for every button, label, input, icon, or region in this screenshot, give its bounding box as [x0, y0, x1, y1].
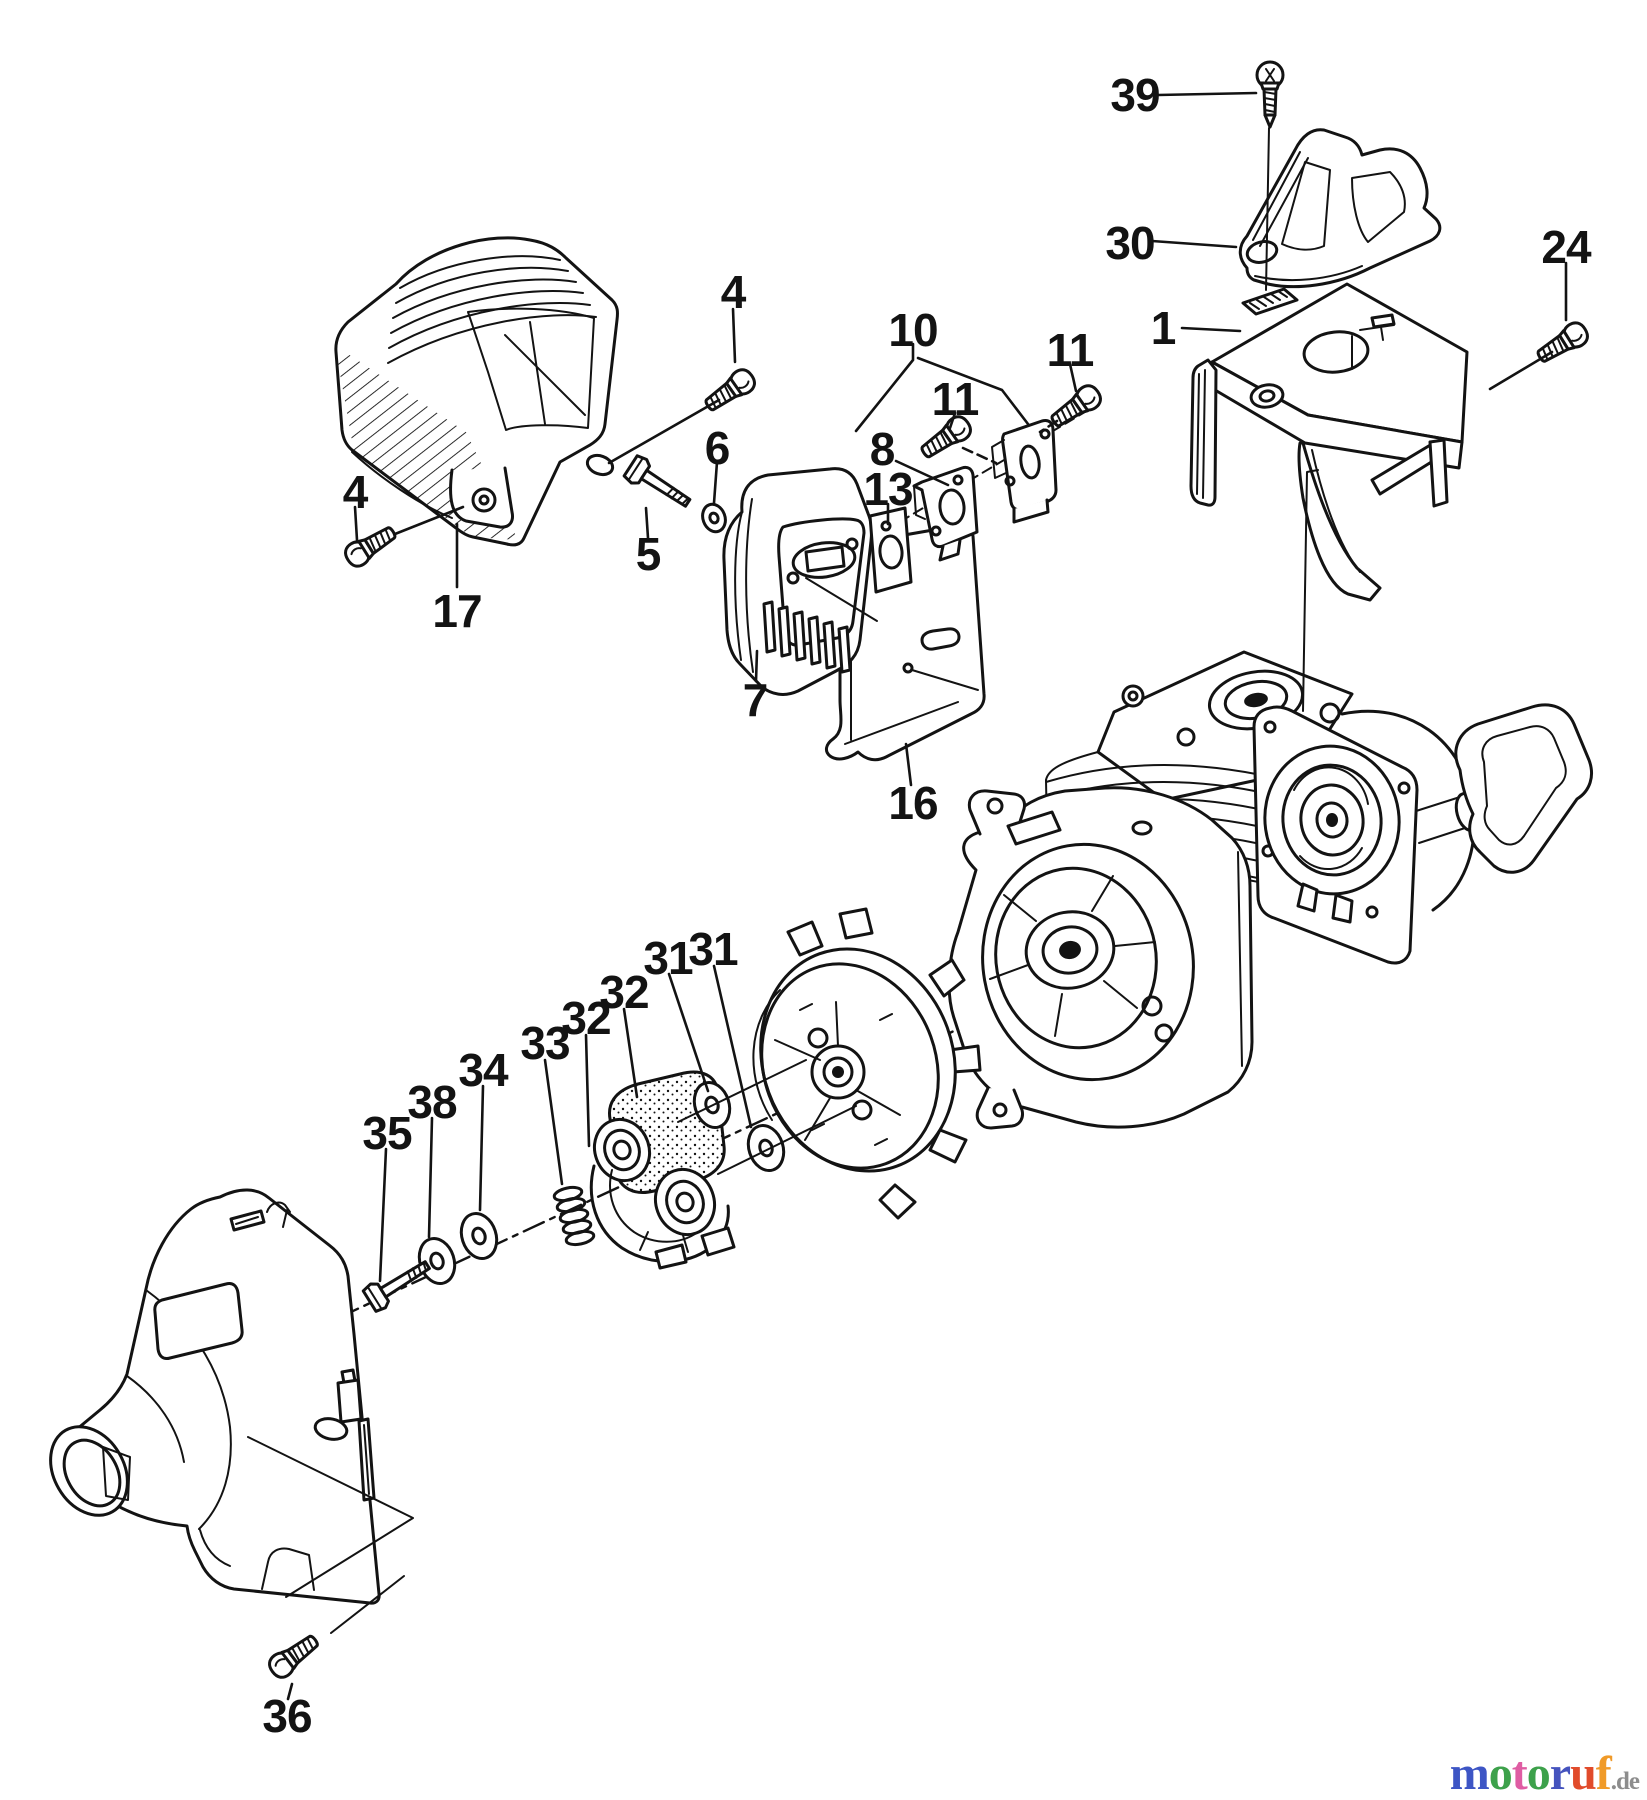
washer-31-outer — [741, 1119, 791, 1177]
part-label-11: 11 — [1047, 324, 1094, 376]
handle-bracket — [1238, 128, 1442, 289]
watermark-letter: r — [1549, 1747, 1571, 1800]
part-label-33: 33 — [520, 1017, 569, 1069]
part-label-24: 24 — [1541, 221, 1592, 273]
engine-cover — [1189, 282, 1469, 602]
clutch-bolt-35 — [360, 1251, 437, 1315]
part-label-11: 11 — [932, 373, 979, 425]
leader-lines — [247, 91, 1568, 1701]
housing-recess — [153, 1282, 244, 1360]
housing-screw-36 — [263, 1628, 324, 1683]
part-label-16: 16 — [888, 777, 937, 829]
part-label-31: 31 — [643, 932, 693, 984]
starter-handle — [1412, 703, 1593, 874]
fan-housing — [49, 1188, 381, 1605]
muffler-bolt-5 — [621, 452, 697, 517]
part-label-4: 4 — [721, 266, 747, 318]
watermark-letter: t — [1511, 1747, 1528, 1800]
part-label-10: 10 — [888, 304, 937, 356]
part-label-4: 4 — [343, 466, 369, 518]
part-label-30: 30 — [1105, 217, 1154, 269]
part-label-1: 1 — [1151, 302, 1176, 354]
exhaust-gasket-13 — [868, 506, 913, 594]
part-label-6: 6 — [705, 422, 730, 474]
watermark-letter: u — [1570, 1747, 1597, 1800]
muffler — [722, 467, 878, 696]
watermark-logo[interactable]: motoruf.de — [1449, 1747, 1640, 1800]
part-label-13: 13 — [863, 463, 912, 515]
cover-screw-24 — [1532, 317, 1593, 370]
part-number-labels: 3930124111011481365417716313132323334383… — [262, 69, 1593, 1742]
part-label-17: 17 — [432, 585, 481, 637]
watermark-letter: f — [1595, 1747, 1612, 1800]
cover-screw-4-top — [699, 364, 761, 418]
part-label-7: 7 — [743, 674, 768, 726]
exhaust-plate-8 — [912, 465, 979, 562]
muffler-bracket-10 — [991, 419, 1058, 524]
part-label-8: 8 — [870, 423, 895, 475]
muffler-vent-slots — [762, 600, 852, 674]
washer-6 — [697, 499, 731, 537]
part-label-32: 32 — [599, 966, 648, 1018]
part-label-39: 39 — [1110, 69, 1159, 121]
cover-screw-boss — [585, 453, 615, 477]
watermark-brand-text: motoruf — [1449, 1747, 1612, 1800]
cover-mount-hole — [471, 487, 497, 513]
watermark-letter: o — [1488, 1747, 1513, 1800]
air-cleaner-cover — [334, 236, 619, 547]
part-label-31: 31 — [688, 923, 738, 975]
handle-screw-39 — [1255, 60, 1285, 129]
crankcase — [947, 786, 1254, 1130]
flywheel — [752, 907, 982, 1220]
part-label-32: 32 — [561, 992, 610, 1044]
cover-front-leg — [1297, 441, 1382, 602]
watermark-letter: o — [1526, 1747, 1551, 1800]
part-label-38: 38 — [407, 1076, 457, 1128]
watermark-letter: m — [1449, 1747, 1490, 1800]
cover-screw-4-left — [340, 519, 401, 572]
part-label-5: 5 — [636, 528, 661, 580]
recoil-starter — [1252, 703, 1593, 965]
part-label-36: 36 — [262, 1690, 311, 1742]
watermark-suffix: .de — [1610, 1768, 1640, 1795]
flywheel-fins — [786, 907, 982, 1220]
shield-slot — [920, 627, 961, 651]
part-label-35: 35 — [362, 1107, 412, 1159]
clutch-spring-33 — [552, 1185, 596, 1247]
washer-34 — [454, 1207, 504, 1265]
housing-latch — [313, 1368, 376, 1502]
part-label-34: 34 — [458, 1044, 509, 1096]
